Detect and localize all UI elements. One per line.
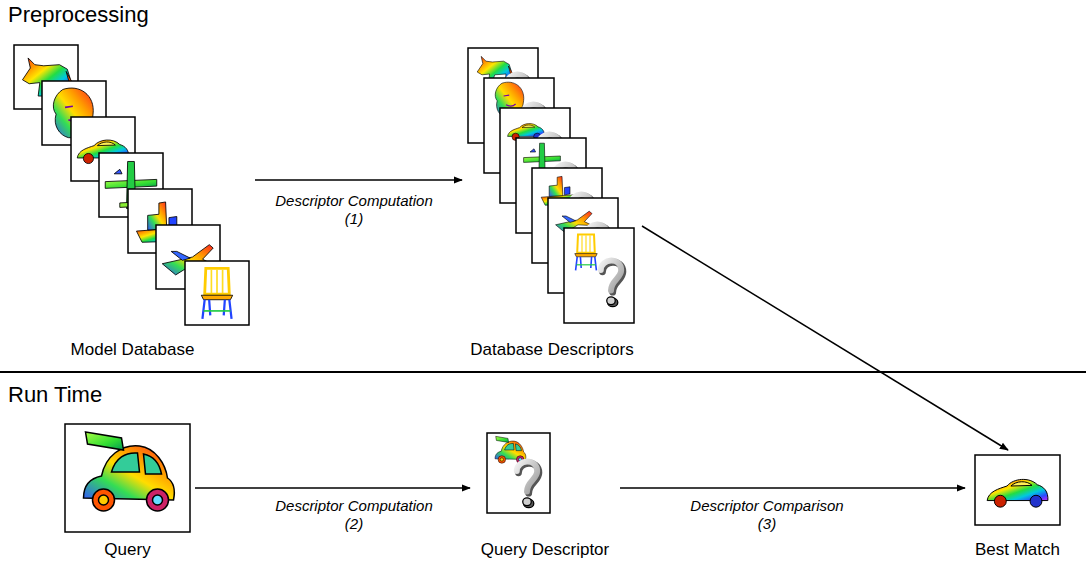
flow-arrow xyxy=(195,487,470,489)
image-frame-node: Query Descriptor xyxy=(470,428,620,560)
flow-arrow xyxy=(642,226,1008,450)
image-frame-node: Model Database xyxy=(10,42,255,360)
query-descriptor-frame xyxy=(487,433,550,513)
node-caption: Model Database xyxy=(71,340,195,360)
section-divider xyxy=(0,371,1086,373)
edge-label: Descriptor Comparison (3) xyxy=(680,497,854,533)
edge-label: Descriptor Computation (2) xyxy=(267,497,441,533)
best-match-frame xyxy=(975,455,1060,525)
image-frame-node: Best Match xyxy=(965,450,1070,560)
node-caption: Database Descriptors xyxy=(470,340,633,360)
query-frame xyxy=(65,424,190,532)
edge-label: Descriptor Computation (1) xyxy=(267,192,441,228)
image-frame-node: Query xyxy=(60,420,195,560)
flow-arrow xyxy=(255,179,462,181)
section-heading: Run Time xyxy=(8,382,102,408)
descriptor-stack xyxy=(468,48,634,323)
node-caption: Query xyxy=(104,540,150,560)
model-stack xyxy=(14,45,249,325)
section-heading: Preprocessing xyxy=(8,2,149,28)
flow-arrow xyxy=(620,487,965,489)
node-caption: Query Descriptor xyxy=(481,540,609,560)
node-caption: Best Match xyxy=(975,540,1060,560)
image-frame-node: Database Descriptors xyxy=(462,44,642,360)
